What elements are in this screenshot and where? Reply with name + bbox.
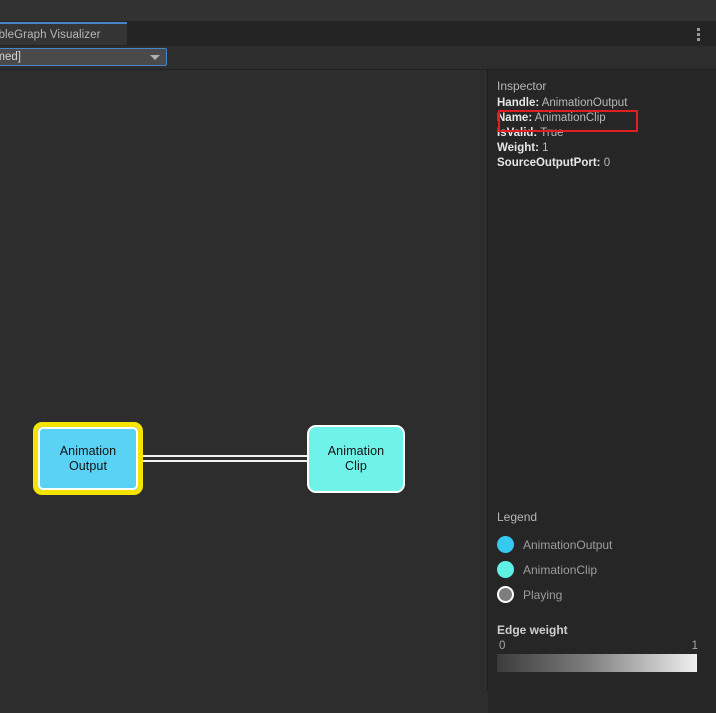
inspector-value: AnimationClip [534, 112, 606, 124]
side-panel: Inspector Handle: AnimationOutput Name: … [488, 70, 716, 690]
kebab-dot [696, 32, 700, 36]
kebab-dot [696, 37, 700, 41]
tab-playablegraph-visualizer[interactable]: ableGraph Visualizer [0, 22, 127, 45]
inspector-row-isvalid: IsValid: True [497, 126, 709, 141]
legend-color-swatch-icon [497, 561, 514, 578]
header-row: amed] [0, 46, 716, 70]
edge-weight-min: 0 [499, 640, 506, 652]
inspector-key: SourceOutputPort: [497, 157, 601, 169]
inspector-key: IsValid: [497, 127, 538, 139]
kebab-menu-icon[interactable] [690, 23, 706, 45]
edge-stroke [141, 460, 309, 462]
inspector-value: AnimationOutput [541, 97, 628, 109]
graph-node-animation-output[interactable]: Animation Output [33, 422, 143, 495]
edge-weight-gradient-bar [497, 654, 697, 672]
edge-stroke [141, 455, 309, 457]
legend-panel: Legend AnimationOutput AnimationClip Pla… [497, 510, 709, 607]
inspector-key: Handle: [497, 97, 540, 109]
edge-weight-max: 1 [691, 640, 698, 652]
edge-weight-scale: 0 1 [497, 640, 700, 654]
inspector-title: Inspector [497, 79, 547, 93]
legend-color-swatch-icon [497, 586, 514, 603]
inspector-row-handle: Handle: AnimationOutput [497, 96, 709, 111]
inspector-row-sourceoutputport: SourceOutputPort: 0 [497, 156, 709, 171]
inspector-key: Weight: [497, 142, 539, 154]
legend-item-label: Playing [523, 587, 563, 602]
graph-select-dropdown[interactable]: amed] [0, 48, 167, 66]
chevron-down-icon [150, 54, 160, 60]
node-label: Animation Output [59, 443, 117, 473]
panel-divider [487, 70, 488, 690]
tab-label: ableGraph Visualizer [0, 28, 101, 41]
legend-title: Legend [497, 510, 538, 524]
legend-item-label: AnimationOutput [523, 537, 613, 552]
graph-edge [141, 454, 309, 463]
inspector-key: Name: [497, 112, 533, 124]
inspector-row-name: Name: AnimationClip [497, 111, 709, 126]
bottom-strip-right [488, 690, 716, 713]
node-label: Animation Clip [327, 444, 385, 473]
legend-color-swatch-icon [497, 536, 514, 553]
inspector-value: 0 [603, 157, 611, 169]
graph-node-animation-clip[interactable]: Animation Clip [307, 425, 405, 493]
edge-weight-panel: Edge weight 0 1 [497, 623, 700, 672]
legend-item-animationoutput: AnimationOutput [497, 532, 709, 557]
graph-select-value: amed] [0, 51, 21, 63]
node-inner-border: Animation Output [38, 427, 138, 490]
edge-weight-title: Edge weight [497, 623, 568, 637]
inspector-value: True [540, 127, 564, 139]
inspector-row-weight: Weight: 1 [497, 141, 709, 156]
graph-canvas[interactable]: Animation Output Animation Clip [0, 70, 487, 690]
toolbar-strip [0, 0, 716, 22]
legend-item-animationclip: AnimationClip [497, 557, 709, 582]
legend-item-label: AnimationClip [523, 562, 598, 577]
inspector-value: 1 [542, 142, 549, 154]
legend-item-playing: Playing [497, 582, 709, 607]
kebab-dot [696, 27, 700, 31]
inspector-panel: Inspector Handle: AnimationOutput Name: … [497, 79, 709, 171]
tab-bar: ableGraph Visualizer [0, 22, 716, 46]
